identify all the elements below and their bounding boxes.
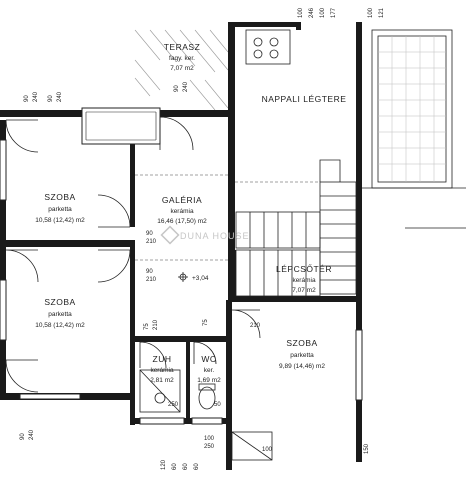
dim-bottom: 60: [172, 463, 178, 470]
dim-bottom: 100: [204, 436, 215, 442]
room-area-zuh: 2,81 m2: [150, 377, 174, 384]
room-area-szoba1: 10,58 (12,42) m2: [35, 217, 85, 224]
staircase: [235, 159, 357, 297]
dim-top: 100: [368, 7, 374, 18]
room-name-galeria: GALÉRIA: [162, 195, 202, 205]
window-left-2: [0, 279, 7, 341]
window-right-szoba: [355, 329, 363, 401]
room-area-szoba2: 10,58 (12,42) m2: [35, 322, 85, 329]
dim-door-galeria: 210: [146, 239, 157, 245]
room-name-nappali: NAPPALI LÉGTERE: [262, 94, 347, 104]
room-floor-szoba1: parketta: [48, 206, 72, 213]
watermark-text: DUNA HOUSE: [180, 231, 250, 241]
room-floor-terasz: fagy. ker.: [169, 55, 195, 62]
room-area-terasz: 7,07 m2: [170, 65, 194, 72]
dim-left1: 240: [33, 91, 39, 102]
door-swing-szoba3: [231, 309, 261, 339]
window-left-top: [81, 107, 161, 145]
dim-wc-sill: 50: [214, 402, 221, 408]
dim-top: 246: [309, 7, 315, 18]
shower-drain: [154, 392, 166, 404]
dim-terrace: 90: [174, 85, 180, 92]
dashed-lines: [135, 174, 320, 261]
room-name-lepcsoter: LÉPCSŐTÉR: [276, 264, 332, 274]
level-mark: +3,04: [192, 275, 209, 282]
dim-left-bottom: 240: [29, 429, 35, 440]
fixtures: [139, 29, 291, 461]
watermark: DUNA HOUSE: [160, 225, 250, 245]
dim-bath-sill: 250: [168, 402, 179, 408]
windows: [0, 107, 363, 425]
dim-bottom-right: 100: [262, 447, 273, 453]
room-floor-szoba3: parketta: [290, 352, 314, 359]
dim-bottom: 120: [161, 459, 167, 470]
window-bottom-wc: [191, 417, 223, 425]
dim-left2: 240: [57, 91, 63, 102]
door-swing-galeria-left: [97, 194, 131, 228]
doors: [5, 116, 261, 393]
door-swing-bottom-left: [5, 359, 39, 393]
door-swing-zuh: [139, 341, 167, 369]
dim-top: 100: [320, 7, 326, 18]
room-labels: TERASZ fagy. ker. 7,07 m2 NAPPALI LÉGTER…: [35, 42, 346, 384]
room-name-szoba3: SZOBA: [286, 338, 317, 348]
room-name-zuh: ZUH: [153, 354, 172, 364]
dimension-labels: 100 246 100 177 100 121 90 240 90 240 90…: [20, 7, 385, 470]
dim-window-right: 150: [364, 443, 370, 454]
hatch-box: [231, 431, 273, 461]
door-swing-wc: [193, 341, 217, 365]
window-bottom-bath: [139, 417, 185, 425]
dim-door-szoba2: 90: [146, 269, 153, 275]
kitchen-box: [245, 29, 291, 65]
door-swing-galeria-top: [159, 116, 194, 151]
dim-door-szoba2: 210: [146, 277, 157, 283]
door-swing-szoba2: [97, 249, 131, 283]
shower-tray: [139, 369, 181, 413]
walls: [0, 22, 362, 470]
toilet: [198, 386, 216, 410]
terrace-hatch: [134, 29, 229, 111]
dim-door-lepcso: 210: [153, 319, 159, 330]
dim-bottom: 60: [183, 463, 189, 470]
room-floor-galeria: kerámia: [170, 208, 194, 215]
room-area-wc: 1,69 m2: [197, 377, 221, 384]
room-name-wc: WC: [201, 354, 216, 364]
room-area-szoba3: 9,89 (14,46) m2: [279, 363, 325, 370]
room-area-lepcsoter: 7,07 m2: [292, 287, 316, 294]
dim-door-galeria: 90: [146, 231, 153, 237]
room-floor-szoba2: parketta: [48, 311, 72, 318]
dim-top: 177: [331, 7, 337, 18]
dim-door-lepcso: 75: [144, 323, 150, 330]
right-terrace-grid: [360, 29, 466, 229]
dim-left1: 90: [24, 95, 30, 102]
room-area-galeria: 16,46 (17,50) m2: [157, 218, 207, 225]
dim-terrace: 240: [183, 81, 189, 92]
door-swing-szoba1: [5, 119, 39, 153]
window-left-1: [0, 139, 7, 201]
dim-left-bottom: 90: [20, 433, 26, 440]
room-floor-lepcsoter: kerámia: [292, 277, 316, 284]
window-bottom-left: [19, 393, 81, 400]
room-floor-zuh: kerámia: [150, 367, 174, 374]
dim-door-szoba3: 210: [250, 323, 261, 329]
dim-top: 100: [298, 7, 304, 18]
level-marker: +3,04: [178, 272, 209, 282]
dim-left2: 90: [48, 95, 54, 102]
room-name-szoba2: SZOBA: [44, 297, 75, 307]
dim-bottom: 60: [194, 463, 200, 470]
dim-door-szoba3: 75: [203, 319, 209, 326]
room-name-szoba1: SZOBA: [44, 192, 75, 202]
dim-top: 121: [379, 7, 385, 18]
room-floor-wc: ker.: [204, 367, 215, 374]
room-name-terasz: TERASZ: [164, 42, 201, 52]
dim-bottom: 250: [204, 444, 215, 450]
door-swing-szoba2-left: [5, 249, 39, 283]
